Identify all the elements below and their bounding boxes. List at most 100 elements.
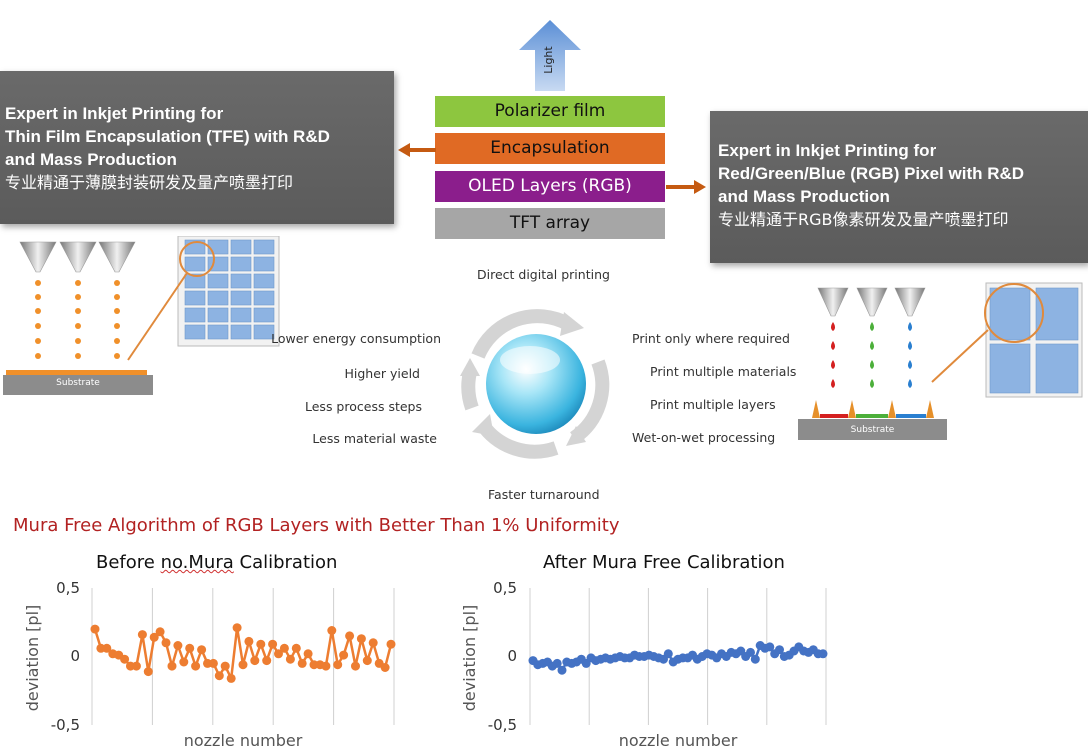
data-point xyxy=(362,656,372,666)
data-point xyxy=(746,647,755,657)
data-point xyxy=(120,654,130,664)
tfe-printing-illustration xyxy=(3,236,280,395)
data-point xyxy=(321,661,331,671)
benefit-left-2: Higher yield xyxy=(344,366,420,381)
nozzle-icon xyxy=(856,287,888,317)
data-point xyxy=(131,661,141,671)
chart-before-ylabel: deviation [pl] xyxy=(23,605,42,712)
data-point xyxy=(274,649,283,659)
data-point xyxy=(155,627,165,637)
data-point xyxy=(220,661,230,671)
data-point xyxy=(256,639,266,649)
data-point xyxy=(197,645,207,655)
chart-before-calibration: deviation [pl] 0,5 0 -0,5 nozzle number xyxy=(23,579,396,750)
data-point xyxy=(327,626,337,635)
chart-before-ytick-bot: -0,5 xyxy=(51,716,80,734)
benefit-cycle-diagram xyxy=(460,309,610,459)
data-point xyxy=(137,630,147,640)
data-point xyxy=(818,649,828,659)
rgb-line1: Expert in Inkjet Printing for xyxy=(718,141,937,160)
benefit-left-1: Lower energy consumption xyxy=(271,331,441,346)
data-point xyxy=(244,636,254,646)
rgb-line4: 专业精通于RGB像素研发及量产喷墨打印 xyxy=(718,210,1009,229)
benefit-right-4: Wet-on-wet processing xyxy=(632,430,776,445)
rgb-line3: and Mass Production xyxy=(718,187,890,206)
data-point xyxy=(161,638,171,648)
data-point xyxy=(345,631,355,641)
substrate-label-right: Substrate xyxy=(850,425,895,435)
data-point xyxy=(279,643,289,653)
chart-after-ylabel: deviation [pl] xyxy=(460,605,479,712)
layer-encapsulation: Encapsulation xyxy=(435,133,665,164)
benefit-right-1: Print only where required xyxy=(632,331,790,346)
benefit-right-3: Print multiple layers xyxy=(650,397,776,412)
data-point xyxy=(238,660,248,670)
data-point xyxy=(368,638,378,648)
benefit-left-3: Less process steps xyxy=(305,399,422,414)
tfe-line1: Expert in Inkjet Printing for xyxy=(5,104,224,123)
data-point xyxy=(333,660,343,670)
nozzle-icon xyxy=(19,241,57,273)
data-point xyxy=(356,634,366,644)
chart-title-before: Before no.Mura Calibration xyxy=(96,552,337,573)
data-point xyxy=(179,657,189,667)
substrate-label-left: Substrate xyxy=(56,378,100,388)
chart-after-ytick-bot: -0,5 xyxy=(488,716,517,734)
light-arrow xyxy=(519,20,581,91)
data-point xyxy=(775,645,784,655)
data-point xyxy=(167,661,177,671)
data-point xyxy=(380,663,390,672)
benefit-left-4: Less material waste xyxy=(312,431,437,446)
data-point xyxy=(191,661,201,671)
data-point xyxy=(102,643,112,653)
nozzle-icon xyxy=(59,241,97,273)
data-point xyxy=(303,649,313,659)
chart-before-xlabel: nozzle number xyxy=(184,731,303,750)
chart-after-calibration: deviation [pl] 0,5 0 -0,5 nozzle number xyxy=(460,579,828,750)
data-point xyxy=(173,641,183,650)
arrow-right-icon xyxy=(666,180,706,194)
layer-oled: OLED Layers (RGB) xyxy=(435,171,665,202)
data-point xyxy=(185,643,195,653)
tfe-info-box: Expert in Inkjet Printing for Thin Film … xyxy=(0,71,394,224)
rgb-line2: Red/Green/Blue (RGB) Pixel with R&D xyxy=(718,164,1025,183)
rgb-printing-illustration xyxy=(798,282,1083,440)
layer-tft: TFT array xyxy=(435,208,665,239)
nozzle-icon xyxy=(98,241,136,273)
tfe-line2: Thin Film Encapsulation (TFE) with R&D xyxy=(5,127,330,146)
chart-before-ytick-mid: 0 xyxy=(70,647,80,665)
data-point xyxy=(90,624,100,634)
benefit-bottom: Faster turnaround xyxy=(488,487,600,502)
data-point xyxy=(208,658,218,668)
chart-after-xlabel: nozzle number xyxy=(619,731,738,750)
chart-title-before-suffix: Calibration xyxy=(233,552,338,573)
chart-after-ytick-mid: 0 xyxy=(507,647,517,665)
layer-polarizer: Polarizer film xyxy=(435,96,665,127)
data-point xyxy=(214,671,224,681)
light-label: Light xyxy=(542,46,555,74)
benefit-right-2: Print multiple materials xyxy=(650,364,797,379)
chart-before-ytick-top: 0,5 xyxy=(56,579,80,597)
data-point xyxy=(143,667,153,677)
data-point xyxy=(557,665,567,675)
data-point xyxy=(291,643,301,653)
chart-after-ytick-top: 0,5 xyxy=(493,579,517,597)
tfe-line4: 专业精通于薄膜封装研发及量产喷墨打印 xyxy=(5,173,294,192)
arrow-left-icon xyxy=(398,143,436,157)
section-title: Mura Free Algorithm of RGB Layers with B… xyxy=(13,515,620,536)
data-point xyxy=(297,658,307,668)
data-point xyxy=(386,639,396,649)
data-point xyxy=(226,673,236,683)
data-point xyxy=(285,654,295,664)
tfe-line3: and Mass Production xyxy=(5,150,177,169)
data-point xyxy=(750,654,760,664)
data-point xyxy=(351,661,360,671)
data-point xyxy=(268,639,278,649)
chart-title-before-prefix: Before xyxy=(96,552,161,573)
data-point xyxy=(765,642,775,652)
data-point xyxy=(339,650,349,660)
chart-title-after: After Mura Free Calibration xyxy=(543,552,785,573)
data-point xyxy=(262,656,272,666)
data-point xyxy=(663,649,673,659)
chart-title-before-underlined: no.Mura xyxy=(160,552,234,573)
